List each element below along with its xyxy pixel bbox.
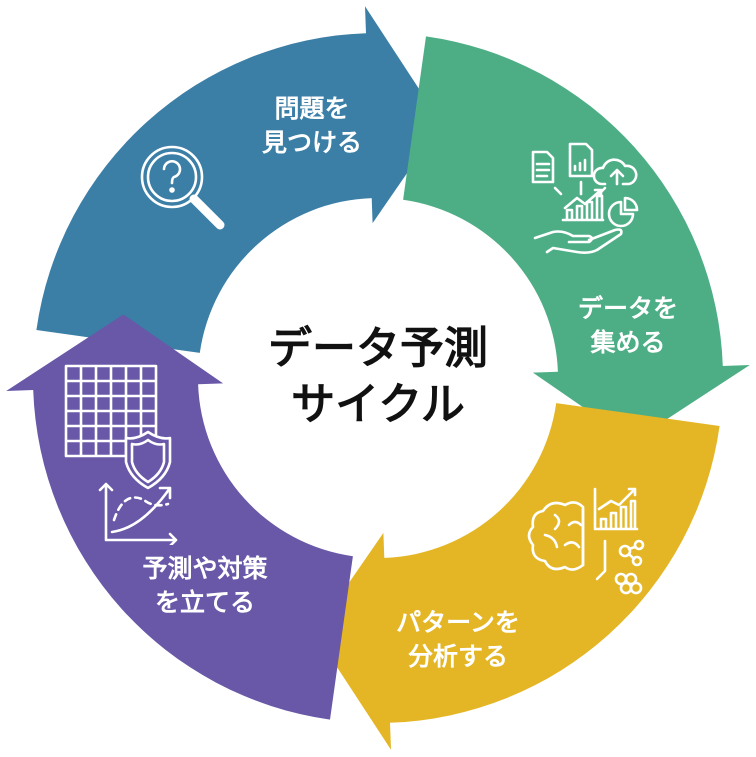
- step-label-analyze-patterns: パターンを分析する: [396, 608, 520, 671]
- arrow-segment-plan-forecast: [6, 314, 353, 720]
- brain-analysis-icon: [527, 487, 645, 595]
- step-label-plan-forecast: 予測や対策を立てる: [142, 554, 268, 617]
- cycle-title: データ予測サイクル: [268, 323, 488, 430]
- arrow-segment-find-problem: [36, 6, 442, 353]
- step-label-collect-data: データを集める: [577, 294, 679, 357]
- grid-shield-forecast-icon: [64, 364, 178, 545]
- step-label-find-problem: 問題を見つける: [261, 94, 363, 157]
- arrow-segment-collect-data: [403, 36, 750, 442]
- arrow-segment-analyze-patterns: [314, 403, 720, 750]
- data-collection-icon: [531, 142, 639, 254]
- magnifier-question-icon: [140, 145, 225, 230]
